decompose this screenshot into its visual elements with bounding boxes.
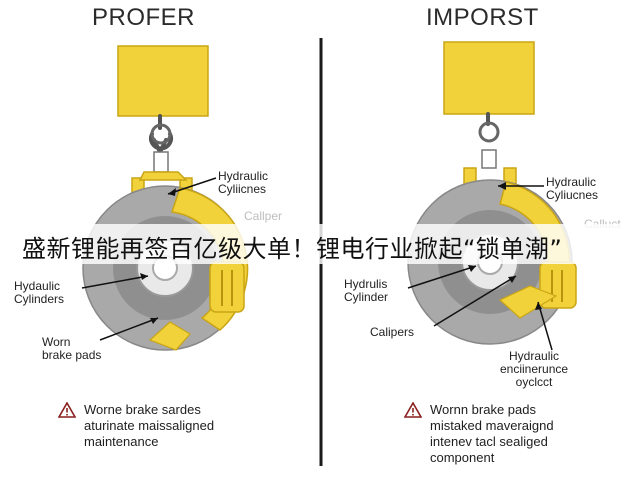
headline-text: 盛新锂能再签百亿级大单！锂电行业掀起“锁单潮”: [22, 235, 563, 263]
left-label-hydraulic-cylinders-top: Hydraulic Cyliicnes: [218, 169, 269, 196]
right-yellow-block: [443, 41, 535, 115]
right-panel-title: IMPORST: [426, 4, 539, 31]
right-warning-note: Wornn brake pads mistaked maveraignd int…: [430, 402, 554, 465]
right-label-hydraulic-cylinders-top: Hydraulic Cyliucnes: [546, 175, 599, 202]
left-panel-title: PROFER: [92, 4, 196, 31]
left-warning-icon: [58, 402, 76, 418]
left-label-hydraulic-cylinders-side: Hydaulic Cylinders: [14, 279, 65, 306]
left-yellow-block: [117, 45, 209, 117]
right-label-calipers: Calipers: [370, 325, 415, 339]
right-label-hydrulis-cylinder: Hydrulis Cylinder: [344, 277, 389, 304]
headline-banner: 盛新锂能再签百亿级大单！锂电行业掀起“锁单潮”: [0, 224, 640, 264]
left-warning-note: Worne brake sardes aturinate maissaligne…: [84, 402, 215, 449]
left-hook-icon: [149, 114, 173, 157]
left-label-caliper-faded: Callper: [244, 209, 283, 223]
right-warning-icon: [404, 402, 422, 418]
left-label-worn-pads: Worn brake pads: [42, 335, 102, 362]
left-brake-assembly: [81, 45, 249, 351]
right-label-hydraulic-bottom: Hydraulic enciinerunce oyclcct: [500, 349, 569, 389]
